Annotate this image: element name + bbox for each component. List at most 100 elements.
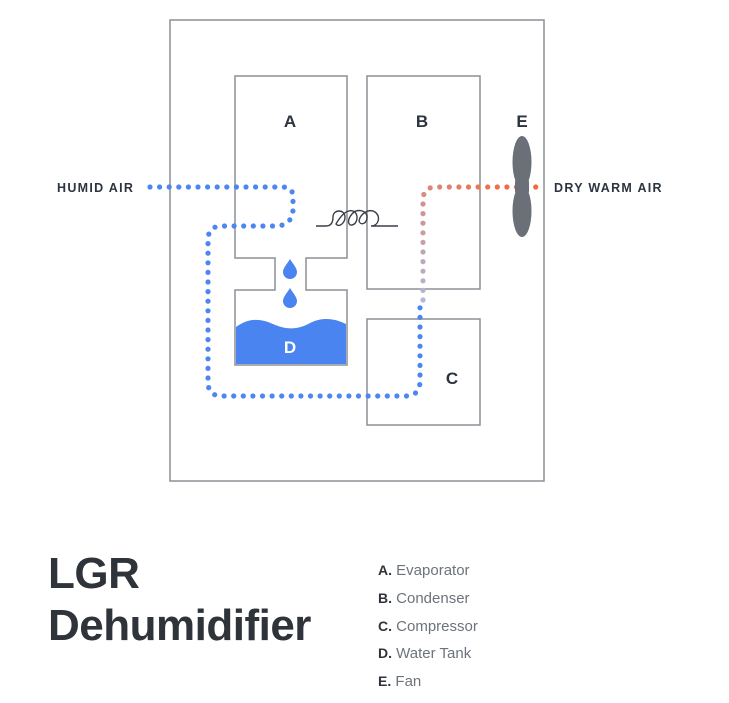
humid-air-dot — [205, 269, 211, 275]
legend-item: C. Compressor — [378, 613, 478, 641]
water-fill — [236, 318, 346, 364]
legend-item: A. Evaporator — [378, 557, 478, 585]
housing-outline — [169, 19, 545, 482]
humid-air-dot — [240, 393, 246, 399]
humid-air-dot — [205, 184, 211, 190]
humid-air-dot — [290, 198, 296, 204]
humid-air-dot — [417, 314, 423, 320]
dry-air-dot — [456, 184, 462, 190]
dry-air-dot — [494, 184, 500, 190]
legend-key: D. — [378, 645, 392, 662]
humid-air-dot — [417, 362, 423, 368]
humid-air-dot — [281, 184, 287, 190]
humid-air-dot — [205, 375, 211, 381]
humid-air-dot — [290, 208, 296, 214]
page-title: LGR Dehumidifier — [48, 548, 311, 652]
humid-air-dot — [365, 393, 371, 399]
humid-air-dot — [231, 223, 237, 229]
humid-air-dot — [346, 393, 352, 399]
humid-air-dot — [417, 324, 423, 330]
water-droplet-icon — [283, 288, 297, 308]
humid-air-dot — [394, 393, 400, 399]
title-line-1: LGR — [48, 549, 140, 598]
humid-air-dot — [253, 184, 259, 190]
humid-air-dot — [176, 184, 182, 190]
label-fan-e: E — [516, 112, 527, 131]
humid-air-dot — [166, 184, 172, 190]
humid-air-dot — [205, 346, 211, 352]
dry-air-dot — [465, 184, 472, 190]
label-water-tank-d: D — [284, 338, 296, 357]
legend-item: D. Water Tank — [378, 640, 478, 668]
humid-air-dot — [336, 393, 342, 399]
legend-label: Evaporator — [392, 562, 470, 579]
legend-label: Water Tank — [392, 645, 472, 663]
humid-air-dot — [206, 231, 212, 237]
component-legend: A. Evaporator B. Condenser C. Compressor… — [378, 557, 478, 696]
humid-air-dot — [205, 279, 211, 285]
humid-air-dot — [289, 189, 295, 195]
humid-air-dot — [157, 184, 163, 190]
humid-air-dot — [384, 393, 390, 399]
humid-air-dot — [231, 393, 237, 399]
dry-air-dot — [420, 259, 426, 265]
humid-air-dot — [307, 393, 314, 399]
legend-item: B. Condenser — [378, 585, 478, 613]
humid-air-dot — [243, 184, 249, 190]
humid-air-flow — [147, 184, 423, 399]
humid-air-dot — [417, 343, 423, 349]
dry-air-dot — [437, 184, 443, 190]
compressor-box — [366, 318, 481, 426]
humid-air-dot — [417, 305, 423, 311]
humid-air-dot — [279, 222, 285, 228]
humid-air-dot — [279, 393, 285, 399]
dry-air-dot — [420, 297, 426, 303]
dry-air-dot — [420, 268, 426, 274]
dry-air-dot — [420, 211, 426, 217]
humid-air-dot — [317, 393, 323, 399]
humid-air-dot — [205, 317, 211, 323]
humid-air-dot — [205, 337, 211, 343]
humid-air-dot — [147, 184, 153, 190]
humid-air-dot — [212, 392, 218, 398]
humid-air-dot — [288, 393, 294, 399]
humid-air-dot — [260, 223, 266, 229]
label-evaporator-a: A — [284, 112, 296, 131]
humid-air-dot — [417, 353, 423, 359]
dry-air-dot — [504, 184, 510, 190]
humid-air-label: HUMID AIR — [57, 181, 134, 195]
dry-air-dot — [485, 184, 491, 190]
humid-air-dot — [375, 393, 381, 399]
humid-air-dot — [412, 390, 419, 396]
dry-air-flow — [420, 184, 539, 303]
humid-air-dot — [417, 382, 423, 388]
humid-air-dot — [417, 334, 423, 340]
label-condenser-b: B — [416, 112, 428, 131]
humid-air-dot — [221, 223, 228, 229]
legend-label: Condenser — [392, 589, 470, 607]
dry-air-dot — [420, 230, 426, 236]
humid-air-dot — [417, 372, 423, 378]
humid-air-dot — [269, 393, 275, 399]
humid-air-dot — [195, 184, 201, 190]
humid-air-dot — [205, 250, 211, 256]
dry-air-dot — [420, 278, 426, 284]
humid-air-dot — [205, 289, 211, 295]
legend-item: E. Fan — [378, 668, 478, 696]
dry-air-dot — [420, 249, 426, 255]
dry-air-dot — [533, 184, 539, 190]
humid-air-dot — [241, 223, 247, 229]
humid-air-dot — [214, 184, 220, 190]
humid-air-dot — [250, 223, 256, 229]
water-droplet-icon — [283, 259, 297, 279]
refrigerant-coil — [316, 209, 398, 227]
humid-air-dot — [205, 356, 211, 362]
humid-air-dot — [212, 224, 218, 230]
humid-air-dot — [259, 393, 266, 399]
humid-air-dot — [205, 327, 211, 333]
humid-air-dot — [205, 308, 211, 314]
humid-air-dot — [185, 184, 191, 190]
humid-air-dot — [250, 393, 256, 399]
legend-key: C. — [378, 617, 392, 634]
humid-air-dot — [221, 393, 227, 399]
